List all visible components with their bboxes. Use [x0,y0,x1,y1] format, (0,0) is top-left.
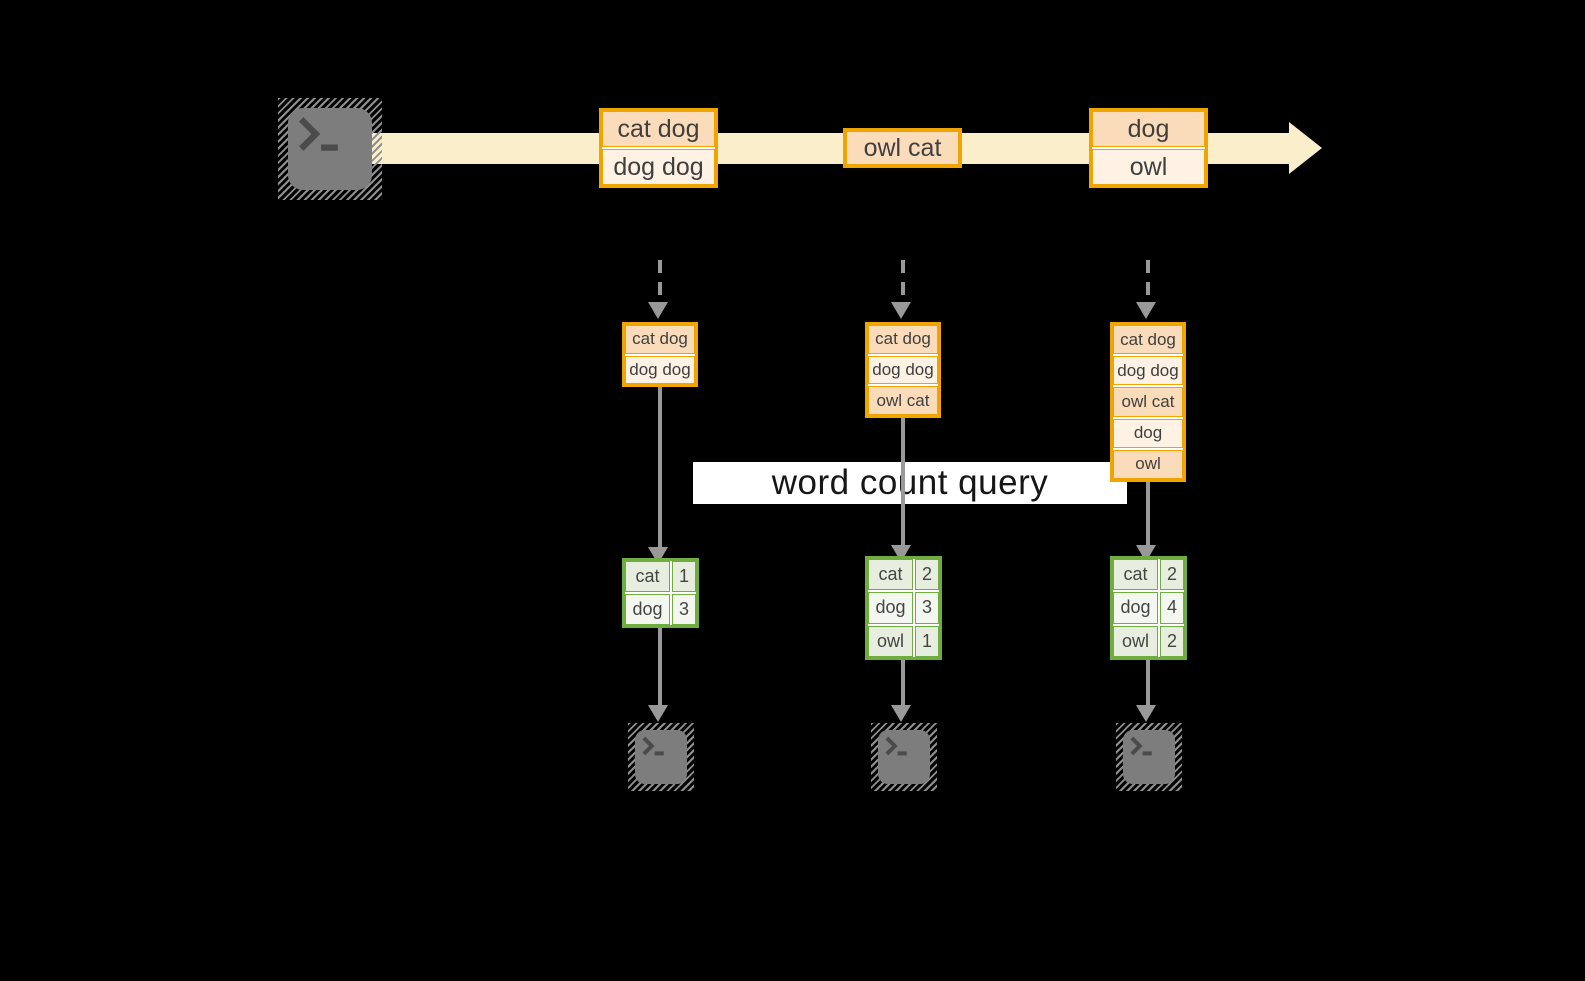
dashed-arrow [1146,260,1150,302]
source-terminal-icon [278,98,382,200]
arrowhead-icon [648,705,668,722]
input-row: owl cat [1113,387,1183,417]
terminal-prompt-icon [1130,736,1152,756]
input-row: dog dog [868,355,938,385]
count-value: 3 [672,594,696,625]
sink-terminal-icon [871,723,937,791]
stream-batch-1: cat dog dog dog [599,108,718,188]
input-row: owl cat [868,386,938,416]
input-row: cat dog [1113,325,1183,355]
count-value: 3 [915,592,939,624]
accumulated-input-2: cat dog dog dog owl cat [865,322,941,418]
count-table-3: cat 2 dog 4 owl 2 [1110,556,1187,660]
arrow [901,660,905,705]
accumulated-input-3: cat dog dog dog owl cat dog owl [1110,322,1186,482]
arrow [658,628,662,705]
terminal-prompt-icon [299,117,338,151]
count-value: 2 [1160,559,1184,591]
stream-record: dog [1092,111,1205,147]
arrowhead-icon [891,705,911,722]
arrow [901,417,905,545]
sink-terminal-icon [1116,723,1182,791]
input-row: dog [1113,418,1183,448]
count-value: 4 [1160,592,1184,624]
count-word: owl [1113,625,1158,657]
dashed-arrowhead-icon [891,302,911,319]
query-label: word count query [693,462,1127,504]
stream-record: cat dog [602,111,715,147]
stream-batch-2: owl cat [843,128,962,168]
stream-batch-3: dog owl [1089,108,1208,188]
arrow [1146,660,1150,705]
count-word: dog [1113,592,1158,624]
count-value: 2 [915,559,939,591]
arrow [1146,481,1150,545]
count-value: 1 [915,625,939,657]
terminal-prompt-icon [885,736,907,756]
input-row: dog dog [1113,356,1183,386]
accumulated-input-1: cat dog dog dog [622,322,698,387]
arrowhead-icon [1136,705,1156,722]
stream-record: dog dog [602,149,715,185]
count-word: owl [868,625,913,657]
count-table-2: cat 2 dog 3 owl 1 [865,556,942,660]
dashed-arrow [658,260,662,302]
count-word: dog [868,592,913,624]
count-word: cat [1113,559,1158,591]
dashed-arrowhead-icon [1136,302,1156,319]
count-word: cat [625,561,670,592]
input-row: owl [1113,449,1183,480]
input-row: cat dog [625,325,695,354]
count-table-1: cat 1 dog 3 [622,558,699,628]
stream-record: owl [1092,149,1205,185]
count-value: 2 [1160,625,1184,657]
input-row: dog dog [625,355,695,384]
stream-timeline-arrowhead-icon [1289,122,1322,174]
terminal-prompt-icon [642,736,664,756]
dashed-arrow [901,260,905,302]
sink-terminal-icon [628,723,694,791]
dashed-arrowhead-icon [648,302,668,319]
stream-record: owl cat [846,131,959,165]
input-row: cat dog [868,325,938,354]
count-value: 1 [672,561,696,592]
count-word: cat [868,559,913,591]
count-word: dog [625,594,670,625]
arrow [658,387,662,547]
